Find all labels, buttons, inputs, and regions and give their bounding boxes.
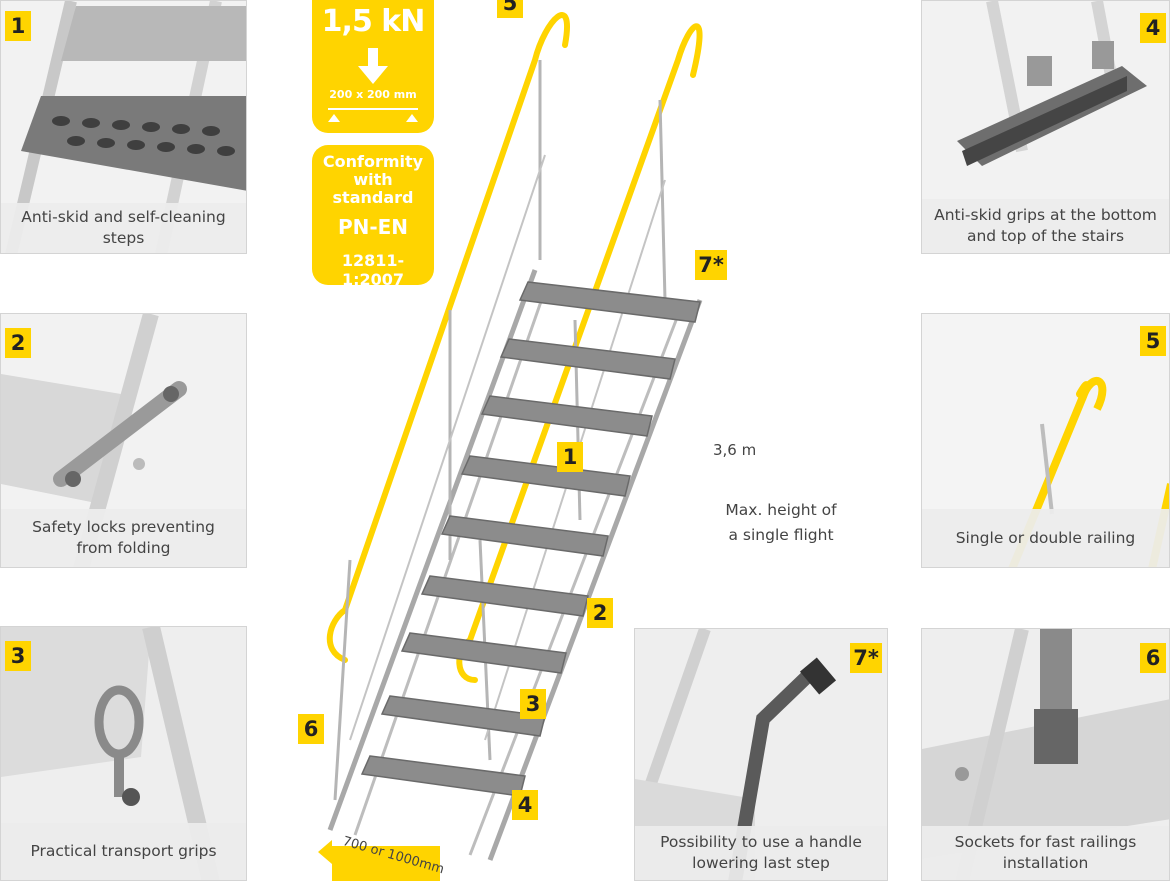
callout-badge: 3 bbox=[520, 689, 546, 719]
panel-caption: Possibility to use a handle lowering last… bbox=[635, 826, 887, 880]
feature-panel-transport-grips: 3 Practical transport grips bbox=[0, 626, 247, 881]
standard-code: PN-EN bbox=[337, 215, 409, 239]
flight-height-caption: Max. height of a single flight bbox=[720, 498, 842, 548]
caption-line: Sockets for fast railings bbox=[954, 833, 1137, 851]
feature-panel-safety-locks: 2 Safety locks preventing from folding bbox=[0, 313, 247, 568]
caption-line: Possibility to use a handle bbox=[660, 833, 862, 851]
standard-line: standard bbox=[332, 188, 414, 207]
feature-panel-handle: 7* Possibility to use a handle lowering l… bbox=[634, 628, 888, 881]
callout-badge: 6 bbox=[298, 714, 324, 744]
caption-line: Max. height of bbox=[725, 501, 837, 519]
callout-badge: 4 bbox=[512, 790, 538, 820]
panel-badge: 1 bbox=[5, 11, 31, 41]
caption-line: installation bbox=[1002, 854, 1089, 872]
caption-line: Anti-skid grips at the bottom bbox=[934, 206, 1157, 224]
caption-line: lowering last step bbox=[692, 854, 830, 872]
feature-panel-sockets: 6 Sockets for fast railings installation bbox=[921, 628, 1170, 881]
panel-caption: Single or double railing bbox=[922, 509, 1169, 567]
panel-badge: 7* bbox=[850, 643, 882, 673]
standard-conformity-badge: Conformity with standard PN-EN 12811-1:2… bbox=[312, 145, 434, 289]
flight-height-value: 3,6 m bbox=[713, 441, 757, 459]
load-base-icon bbox=[328, 108, 418, 122]
panel-caption: Safety locks preventing from folding bbox=[1, 509, 246, 567]
standard-number: 12811-1:2007 bbox=[341, 251, 405, 289]
caption-line: steps bbox=[102, 229, 145, 247]
caption-line: from folding bbox=[76, 539, 171, 557]
callout-badge: 7* bbox=[695, 250, 727, 280]
feature-panel-steps: 1 Anti-skid and self-cleaning steps bbox=[0, 0, 247, 254]
callout-badge: 2 bbox=[587, 598, 613, 628]
standard-line: Conformity bbox=[322, 152, 424, 171]
panel-badge: 4 bbox=[1140, 13, 1166, 43]
feature-panel-railing: 5 Single or double railing bbox=[921, 313, 1170, 568]
panel-caption: Anti-skid and self-cleaning steps bbox=[1, 203, 246, 253]
panel-badge: 3 bbox=[5, 641, 31, 671]
standard-line: with bbox=[353, 170, 393, 189]
feature-panel-anti-skid-grips: 4 Anti-skid grips at the bottom and top o… bbox=[921, 0, 1170, 254]
panel-caption: Sockets for fast railings installation bbox=[922, 826, 1169, 880]
caption-line: a single flight bbox=[728, 526, 834, 544]
panel-badge: 2 bbox=[5, 328, 31, 358]
load-capacity-badge: 1,5 kN 200 x 200 mm bbox=[312, 0, 434, 133]
callout-badge: 1 bbox=[557, 442, 583, 472]
load-area: 200 x 200 mm bbox=[329, 88, 417, 101]
panel-badge: 6 bbox=[1140, 643, 1166, 673]
caption-line: Practical transport grips bbox=[30, 842, 217, 860]
panel-badge: 5 bbox=[1140, 326, 1166, 356]
caption-line: Anti-skid and self-cleaning bbox=[21, 208, 226, 226]
panel-caption: Anti-skid grips at the bottom and top of … bbox=[922, 199, 1169, 253]
panel-caption: Practical transport grips bbox=[1, 823, 246, 880]
arrow-down-icon bbox=[358, 48, 388, 84]
caption-line: Safety locks preventing bbox=[32, 518, 215, 536]
caption-line: and top of the stairs bbox=[966, 227, 1125, 245]
load-value: 1,5 kN bbox=[321, 4, 426, 39]
caption-line: Single or double railing bbox=[955, 528, 1136, 547]
callout-badge: 5 bbox=[497, 0, 523, 18]
